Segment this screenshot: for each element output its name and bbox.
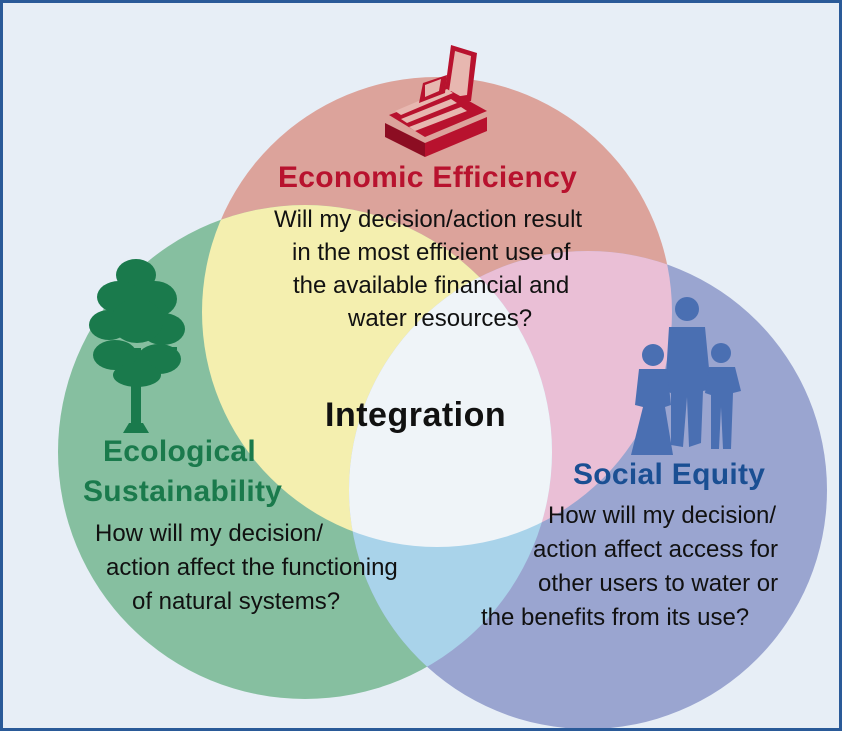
tree-icon bbox=[89, 259, 185, 433]
overlap-center bbox=[349, 251, 552, 547]
economic-question-line-2: in the most efficient use of bbox=[292, 239, 571, 266]
economic-title: Economic Efficiency bbox=[278, 161, 578, 194]
family-silhouette-icon bbox=[631, 297, 741, 455]
social-question-line-3: other users to water or bbox=[538, 570, 779, 597]
social-title: Social Equity bbox=[573, 458, 766, 491]
social-question-line-1: How will my decision/ bbox=[548, 502, 777, 529]
ecological-question-line-1: How will my decision/ bbox=[95, 520, 324, 547]
economic-question-line-3: the available financial and bbox=[293, 272, 570, 299]
money-stack-icon bbox=[385, 45, 487, 157]
economic-question-line-4: water resources? bbox=[348, 305, 533, 332]
ecological-question-line-2: action affect the functioning bbox=[106, 554, 398, 581]
venn-diagram bbox=[58, 45, 827, 728]
social-question-line-4: the benefits from its use? bbox=[481, 604, 750, 631]
ecological-title-line-2: Sustainability bbox=[83, 475, 283, 508]
ecological-question-line-3: of natural systems? bbox=[132, 588, 341, 615]
ecological-title-line-1: Ecological bbox=[103, 435, 257, 468]
economic-question-line-1: Will my decision/action result bbox=[274, 206, 583, 233]
social-question-line-2: action affect access for bbox=[533, 536, 779, 563]
integration-label: Integration bbox=[325, 396, 507, 434]
